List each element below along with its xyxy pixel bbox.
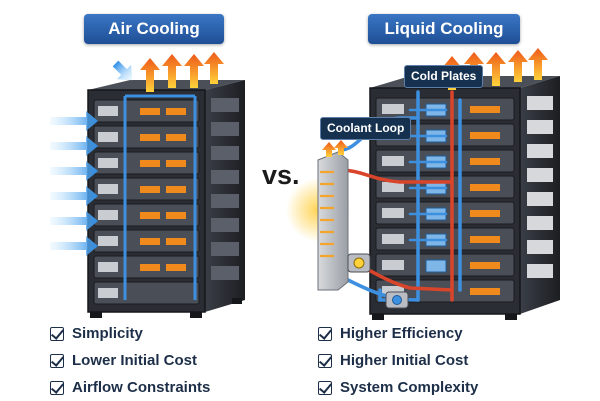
air-feature-item: Lower Initial Cost (50, 347, 210, 374)
radiator-icon (286, 140, 350, 291)
liquid-rack-side-panels (527, 96, 553, 278)
airflow-arrow-icon (50, 60, 133, 256)
liquid-feature-item: System Complexity (318, 374, 478, 401)
air-feature-label: Lower Initial Cost (72, 352, 198, 369)
air-feature-label: Simplicity (72, 325, 143, 342)
cold-plates-callout: Cold Plates (404, 65, 484, 88)
check-icon (50, 353, 64, 368)
check-icon (318, 353, 332, 368)
pump-icon (347, 253, 409, 309)
liquid-feature-item: Higher Efficiency (318, 320, 478, 347)
liquid-feature-label: Higher Initial Cost (340, 352, 469, 369)
air-feature-label: Airflow Constraints (72, 379, 211, 396)
liquid-feature-label: Higher Efficiency (340, 325, 463, 342)
air-feature-list: Simplicity Lower Initial Cost Airflow Co… (50, 320, 210, 401)
coolant-pipes (338, 90, 462, 302)
vs-label: vs. (262, 160, 300, 190)
air-rack-side-vents (211, 98, 239, 280)
liquid-feature-list: Higher Efficiency Higher Initial Cost Sy… (318, 320, 478, 401)
check-icon (318, 380, 332, 395)
check-icon (318, 326, 332, 341)
coolant-loop-callout: Coolant Loop (320, 117, 412, 140)
liquid-feature-label: System Complexity (340, 379, 479, 396)
heat-arrow-icon (140, 52, 224, 92)
air-rack (87, 80, 245, 318)
check-icon (50, 326, 64, 341)
air-rack-internal-airflow (123, 94, 197, 300)
air-rack-servers (93, 99, 200, 305)
air-feature-item: Airflow Constraints (50, 374, 210, 401)
liquid-cooling-title: Liquid Cooling (368, 14, 520, 44)
air-feature-item: Simplicity (50, 320, 210, 347)
liquid-feature-item: Higher Initial Cost (318, 347, 478, 374)
check-icon (50, 380, 64, 395)
liquid-rack (338, 76, 560, 320)
air-cooling-title: Air Cooling (84, 14, 224, 44)
